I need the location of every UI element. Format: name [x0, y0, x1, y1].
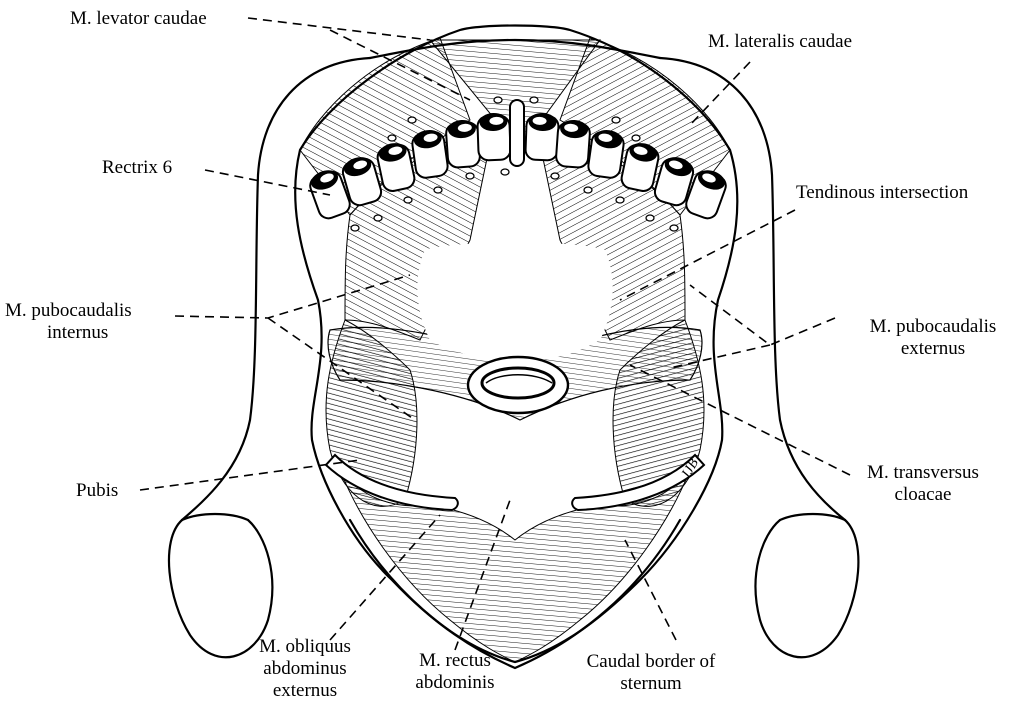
label-tendinous-intersection: Tendinous intersection — [796, 182, 968, 204]
label-caudal-border-sternum: Caudal border of sternum — [566, 651, 736, 695]
label-pubocaudalis-externus: M. pubocaudalis externus — [858, 316, 1008, 360]
label-rectrix-6: Rectrix 6 — [102, 157, 172, 179]
right-leg-stump — [756, 514, 859, 657]
label-levator-caudae: M. levator caudae — [70, 8, 207, 30]
label-lateralis-caudae: M. lateralis caudae — [708, 31, 852, 53]
label-obliquus-abdominus: M. obliquus abdominus externus — [230, 636, 380, 702]
label-transversus-cloacae: M. transversus cloacae — [848, 462, 998, 506]
label-pubocaudalis-internus: M. pubocaudalis internus — [5, 300, 132, 344]
label-rectus-abdominis: M. rectus abdominis — [395, 650, 515, 694]
label-pubis: Pubis — [76, 480, 118, 502]
